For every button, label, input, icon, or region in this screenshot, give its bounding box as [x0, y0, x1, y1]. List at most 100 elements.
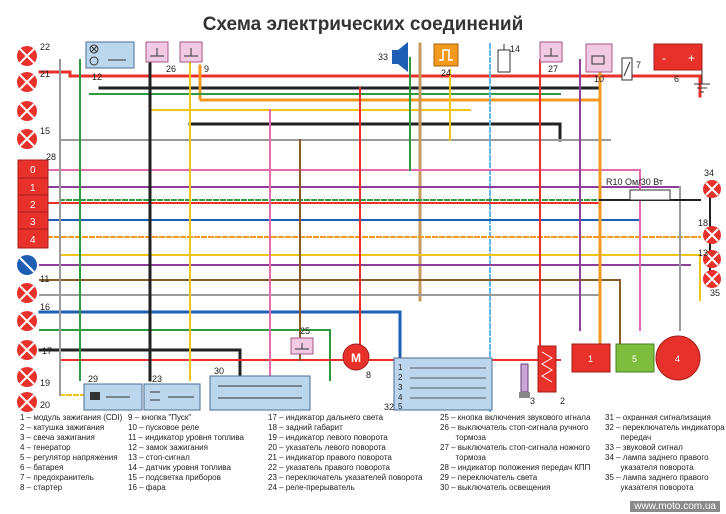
legend-item: 12 – замок зажигания	[128, 443, 208, 452]
component-number: 8	[366, 370, 371, 380]
component-number: 10	[594, 74, 604, 84]
generator-4	[655, 335, 701, 381]
pin-label: 4	[30, 235, 36, 246]
watermark: www.moto.com.ua	[630, 501, 720, 512]
flasher-relay-24	[433, 43, 459, 67]
ignition-coil-2	[537, 345, 557, 393]
lamp-unlabeled	[17, 101, 37, 121]
legend-item: 2 – катушка зажигания	[20, 423, 105, 432]
starter-motor-8: M	[342, 343, 370, 371]
lamp-unlabeled-2	[17, 283, 37, 303]
foot-brake-switch-27	[539, 41, 563, 63]
component-number: 3	[530, 396, 535, 406]
legend-item: 13 – стоп-сигнал	[128, 453, 190, 462]
svg-text:+: +	[688, 51, 695, 65]
svg-text:-: -	[662, 51, 666, 65]
lamp-18	[703, 226, 721, 244]
component-number: 15	[40, 126, 50, 136]
legend-item: 22 – указатель правого поворота	[268, 463, 390, 472]
pin-label: 1	[30, 183, 36, 194]
component-number: 32	[384, 402, 394, 412]
legend-column-3: 17 – индикатор дальнего света 18 – задни…	[268, 413, 438, 493]
lamp-22	[17, 46, 37, 66]
lamp-17	[17, 340, 37, 360]
fuse-7	[621, 57, 633, 81]
legend-item: 1 – модуль зажигания (CDI)	[20, 413, 123, 422]
component-number: 5	[632, 354, 637, 364]
legend-item: указателя поворота	[605, 483, 694, 492]
legend-column-5: 31 – охранная сигнализация 32 – переключ…	[605, 413, 725, 493]
lighting-switch-30	[209, 375, 311, 411]
component-number: 33	[378, 52, 388, 62]
legend-item: 29 – переключатель света	[440, 473, 538, 482]
legend-item: 33 – звуковой сигнал	[605, 443, 683, 452]
legend-item: 19 – индикатор левого поворота	[268, 433, 388, 442]
legend-item: 7 – предохранитель	[20, 473, 94, 482]
component-number: 27	[548, 64, 558, 74]
legend-item: 35 – лампа заднего правого	[605, 473, 709, 482]
legend-item: 8 – стартер	[20, 483, 63, 492]
wire-black-low	[38, 348, 242, 382]
legend-item: 26 – выключатель стоп-сигнала ручного	[440, 423, 589, 432]
component-number: 6	[674, 74, 679, 84]
turn-switch-23	[143, 383, 201, 411]
gear-pin: 1	[398, 363, 403, 372]
gear-pin: 4	[398, 393, 403, 402]
horn-button-25	[290, 337, 314, 355]
legend-item: 31 – охранная сигнализация	[605, 413, 711, 422]
component-number: 22	[40, 42, 50, 52]
wire-blue-low	[38, 310, 402, 362]
lamp-13	[703, 250, 721, 268]
legend-item: 17 – индикатор дальнего света	[268, 413, 384, 422]
component-number: 25	[300, 326, 310, 336]
legend-item: 9 – кнопка "Пуск"	[128, 413, 192, 422]
legend-item: 24 – реле-прерыватель	[268, 483, 355, 492]
horn-33	[392, 42, 408, 72]
legend-item: 15 – подсветка приборов	[128, 473, 221, 482]
legend-item: 21 – индикатор правого поворота	[268, 453, 392, 462]
legend-item: 11 – индикатор уровня топлива	[128, 433, 244, 442]
legend-column-4: 25 – кнопка включения звукового игнала 2…	[440, 413, 605, 493]
regulator-5	[615, 343, 655, 373]
component-number: 2	[560, 396, 565, 406]
component-number: 7	[636, 60, 641, 70]
legend-item: 20 – указатель левого поворота	[268, 443, 386, 452]
lamp-19	[17, 367, 37, 387]
resistor-label: R10 Ом/30 Вт	[606, 177, 663, 187]
light-switch-29	[83, 383, 143, 411]
wire-yellow-long	[59, 254, 701, 301]
pin-label: 0	[30, 165, 36, 176]
lamp-15	[17, 129, 37, 149]
wires	[38, 42, 711, 412]
lamp-35	[703, 270, 721, 288]
legend-column-1: 1 – модуль зажигания (CDI) 2 – катушка з…	[20, 413, 170, 493]
legend-item: 27 – выключатель стоп-сигнала ножного	[440, 443, 590, 452]
gear-pin: 3	[398, 383, 403, 392]
component-number: 13	[698, 248, 708, 258]
lamp-16	[17, 311, 37, 331]
pin-label: 2	[30, 200, 36, 211]
legend-item: 6 – батарея	[20, 463, 64, 472]
spark-plug-3	[519, 363, 530, 398]
brake-switch-26	[145, 41, 169, 63]
page-title: Схема электрических соединений	[202, 14, 524, 35]
gear-switch-32: 1 2 3 4 5	[393, 357, 493, 411]
legend-item: 34 – лампа заднего правого	[605, 453, 709, 462]
legend-item: 30 – выключатель освещения	[440, 483, 551, 492]
component-number: 29	[88, 374, 98, 384]
cdi-module-1	[571, 343, 611, 373]
component-number: 21	[40, 69, 50, 79]
legend-item: тормоза	[440, 433, 487, 442]
component-number: 19	[40, 378, 50, 388]
lamp-21	[17, 72, 37, 92]
component-number: 11	[40, 274, 49, 284]
component-number: 17	[42, 346, 52, 356]
pin-label: 3	[30, 217, 36, 228]
legend-item: 3 – свеча зажигания	[20, 433, 95, 442]
wiring-diagram: 0 1 2 3 4	[17, 41, 721, 412]
motor-label: M	[351, 351, 361, 365]
lamp-34	[703, 180, 721, 198]
gear-pin: 2	[398, 373, 403, 382]
start-relay-10	[585, 43, 613, 73]
legend-item: 14 – датчик уровня топлива	[128, 463, 231, 472]
